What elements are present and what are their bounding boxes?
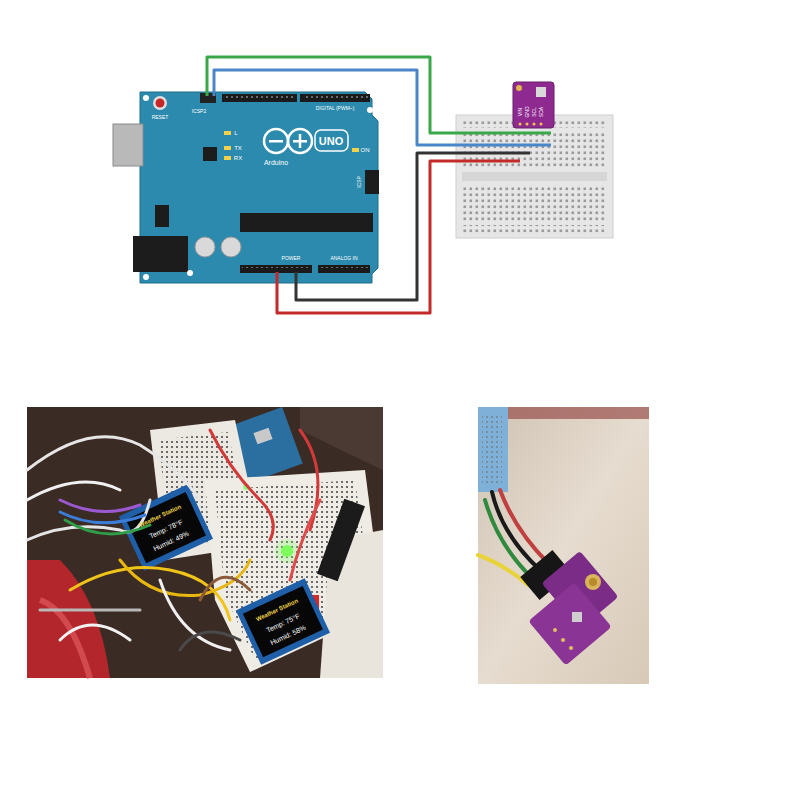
sensor-module	[513, 82, 554, 128]
header-label: ICSP2	[192, 109, 206, 114]
pin-group-label: ANALOG IN	[330, 256, 357, 261]
pin-name: GND	[525, 106, 530, 117]
pin-name: SCL	[532, 107, 537, 117]
arduino-board	[113, 92, 379, 283]
led-label: TX	[234, 145, 242, 151]
led-label: ON	[361, 147, 370, 153]
header-label: ICSP	[357, 176, 362, 188]
led-label: RX	[234, 155, 242, 161]
pin-group-label: DIGITAL (PWM~)	[316, 106, 355, 111]
led-label: L	[234, 130, 237, 136]
sensor-photo	[478, 407, 649, 684]
reset-label: RESET	[152, 115, 169, 120]
pin-name: VIN	[518, 108, 523, 116]
brand-label: Arduino	[264, 159, 288, 166]
pin-name: SDA	[539, 107, 544, 117]
board-model: UNO	[319, 136, 343, 147]
pin-group-label: POWER	[282, 256, 301, 261]
project-photo	[27, 407, 383, 678]
wires	[207, 57, 551, 313]
